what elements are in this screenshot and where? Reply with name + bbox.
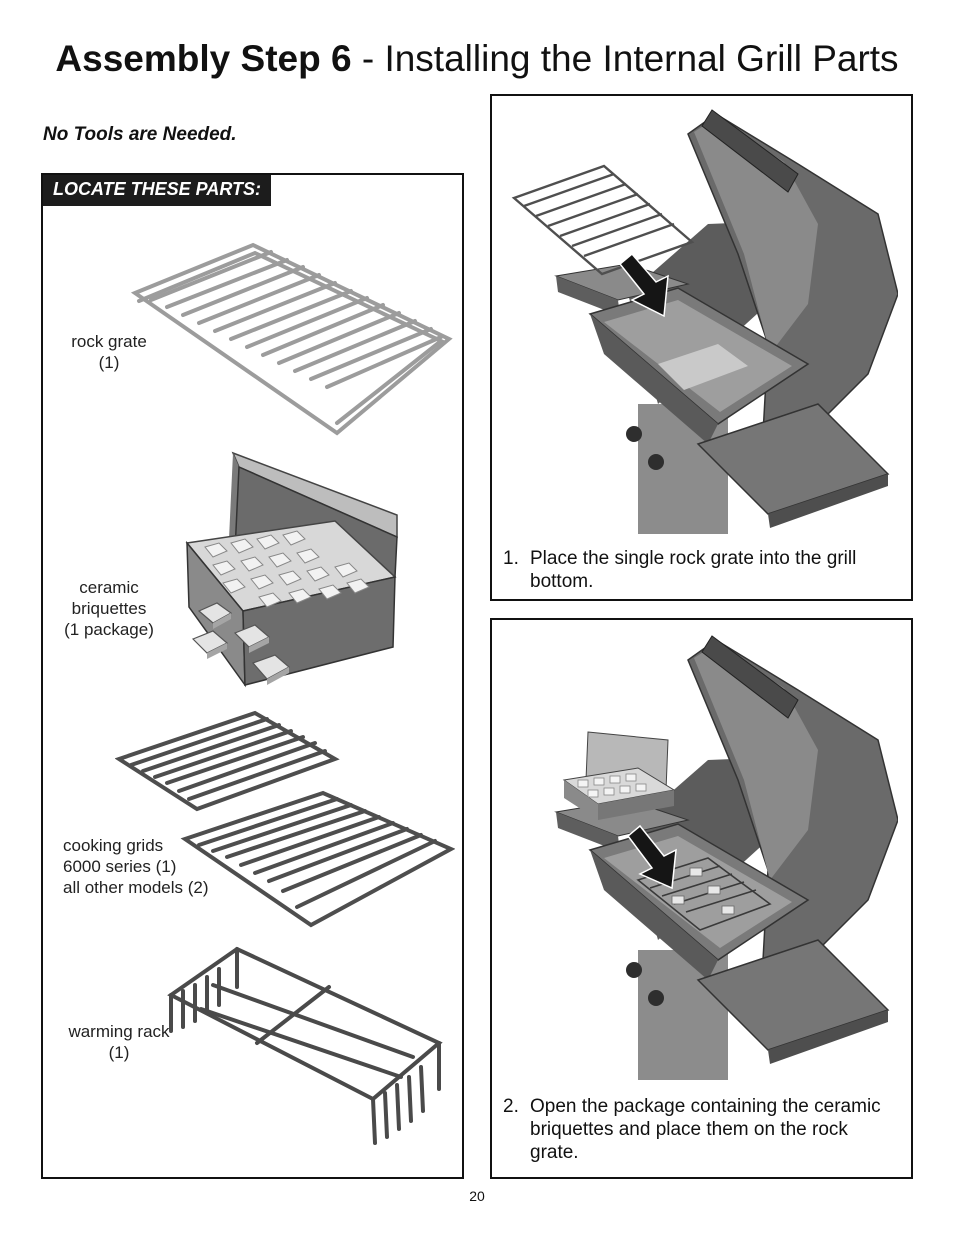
part-label-warming-rack: warming rack (1) bbox=[68, 1022, 170, 1062]
locate-parts-panel: LOCATE THESE PARTS: rock grate (1) ceram… bbox=[41, 173, 464, 1179]
step-1-instruction: 1. Place the single rock grate into the … bbox=[503, 548, 857, 592]
grill-rock-grate-illustration bbox=[511, 109, 898, 534]
step-1-panel: 1. Place the single rock grate into the … bbox=[490, 94, 913, 601]
briquette-package-illustration bbox=[185, 451, 398, 688]
cooking-grids-illustration bbox=[115, 710, 455, 928]
grill-briquettes-illustration bbox=[554, 635, 898, 1080]
rock-grate-illustration bbox=[131, 242, 453, 436]
part-label-rock-grate: rock grate (1) bbox=[71, 332, 147, 372]
warming-rack-illustration bbox=[167, 946, 443, 1145]
step-2-panel: 2. Open the package containing the ceram… bbox=[490, 618, 913, 1179]
step-2-instruction: 2. Open the package containing the ceram… bbox=[503, 1096, 881, 1163]
page-title: Assembly Step 6 - Installing the Interna… bbox=[55, 38, 899, 79]
tools-note: No Tools are Needed. bbox=[43, 124, 237, 145]
part-label-ceramic-briquettes: ceramic briquettes (1 package) bbox=[64, 578, 154, 639]
part-label-cooking-grids: cooking grids 6000 series (1) all other … bbox=[63, 836, 209, 897]
page-number: 20 bbox=[469, 1188, 485, 1204]
locate-parts-heading: LOCATE THESE PARTS: bbox=[43, 175, 272, 206]
